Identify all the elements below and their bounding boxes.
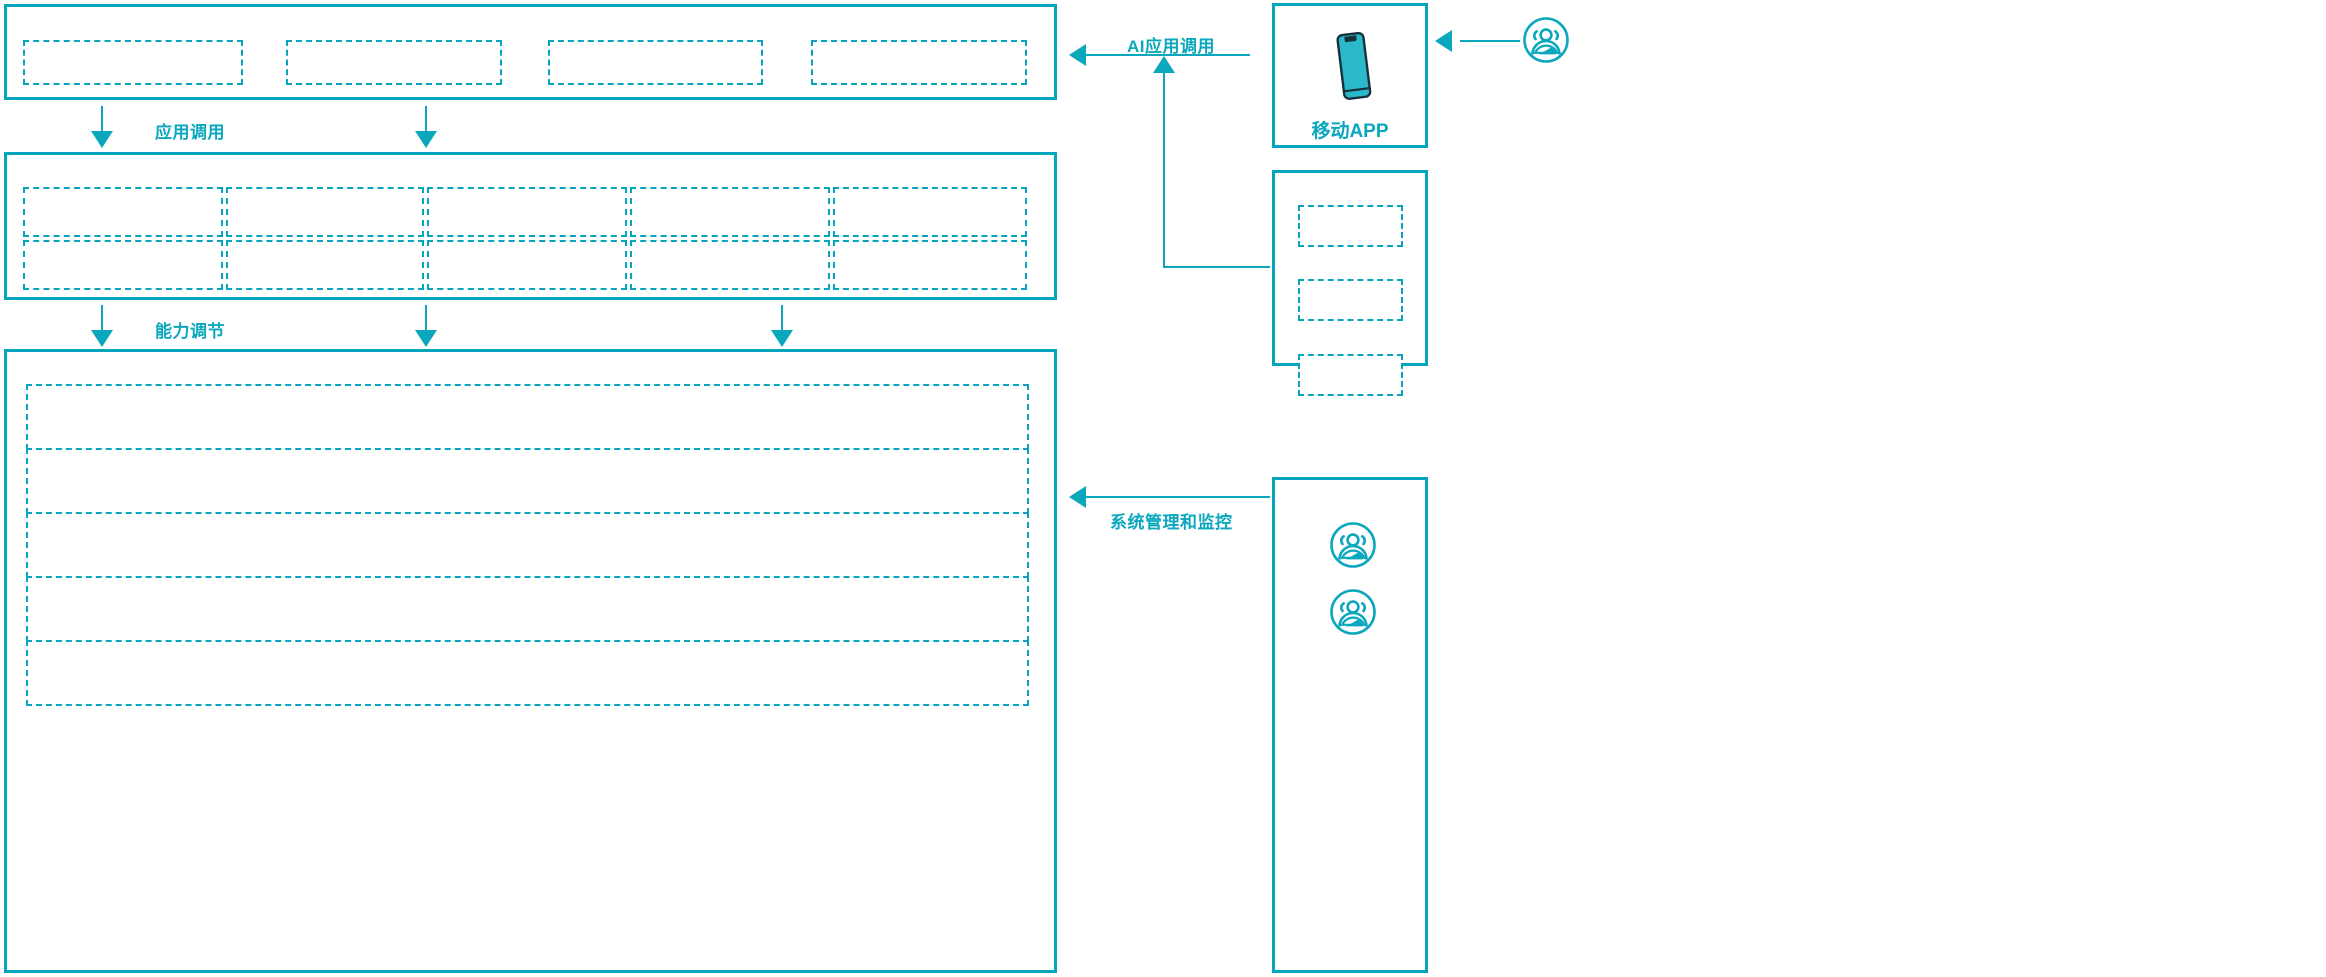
user-group-icon (1329, 521, 1377, 569)
system-management-shaft (1085, 496, 1270, 498)
channel-slot-1[interactable] (1298, 205, 1403, 247)
platform-row-4[interactable] (26, 576, 1029, 642)
platform-row-1[interactable] (26, 384, 1029, 450)
system-management-label: 系统管理和监控 (1110, 513, 1233, 532)
ai-application-call-label: AI应用调用 (1127, 37, 1215, 56)
capability-adjust-arrow-2-shaft (425, 305, 427, 335)
capability-cell-r1c1[interactable] (23, 187, 223, 237)
operations-panel[interactable] (1272, 477, 1428, 973)
user-group-icon (1329, 588, 1377, 636)
capability-cell-r1c5[interactable] (833, 187, 1027, 237)
user-group-icon (1522, 16, 1570, 64)
application-call-arrow-2-head (415, 131, 437, 148)
capability-cell-r2c5[interactable] (833, 240, 1027, 290)
application-call-arrow-1-shaft (101, 106, 103, 136)
ai-application-call-shaft (1085, 54, 1250, 56)
application-call-label: 应用调用 (155, 123, 225, 142)
capability-adjust-arrow-2-head (415, 330, 437, 347)
application-call-arrow-1-head (91, 131, 113, 148)
capability-cell-r2c4[interactable] (630, 240, 830, 290)
end-user-to-mobile-shaft (1460, 40, 1520, 42)
ai-application-call-riser-head (1153, 56, 1175, 73)
channel-panel[interactable] (1272, 170, 1428, 396)
ai-application-call-riser-shaft (1163, 70, 1165, 267)
mobile-app-caption: 移动APP (1311, 121, 1389, 142)
channel-slot-3[interactable] (1298, 354, 1403, 396)
application-slot-1[interactable] (23, 40, 243, 85)
platform-row-3[interactable] (26, 512, 1029, 578)
capability-adjust-arrow-1-shaft (101, 305, 103, 335)
capability-cell-r1c2[interactable] (226, 187, 424, 237)
capability-cell-r1c3[interactable] (427, 187, 627, 237)
capability-adjust-arrow-3-head (771, 330, 793, 347)
capability-cell-r2c3[interactable] (427, 240, 627, 290)
application-slot-4[interactable] (811, 40, 1027, 85)
ai-application-call-head (1069, 44, 1086, 66)
capability-adjust-label: 能力调节 (155, 322, 225, 341)
capability-adjust-arrow-3-shaft (781, 305, 783, 335)
capability-cell-r2c1[interactable] (23, 240, 223, 290)
mobile-app-panel[interactable]: 移动APP (1272, 3, 1428, 148)
platform-row-2[interactable] (26, 448, 1029, 514)
capability-adjust-arrow-1-head (91, 330, 113, 347)
channel-slot-2[interactable] (1298, 279, 1403, 321)
application-slot-3[interactable] (548, 40, 763, 85)
smartphone-icon (1329, 28, 1377, 106)
ai-application-call-riser-base (1163, 266, 1270, 268)
application-call-arrow-2-shaft (425, 106, 427, 136)
platform-row-5[interactable] (26, 640, 1029, 706)
capability-cell-r2c2[interactable] (226, 240, 424, 290)
application-slot-2[interactable] (286, 40, 502, 85)
capability-cell-r1c4[interactable] (630, 187, 830, 237)
end-user-to-mobile-head (1435, 30, 1452, 52)
system-management-head (1069, 486, 1086, 508)
